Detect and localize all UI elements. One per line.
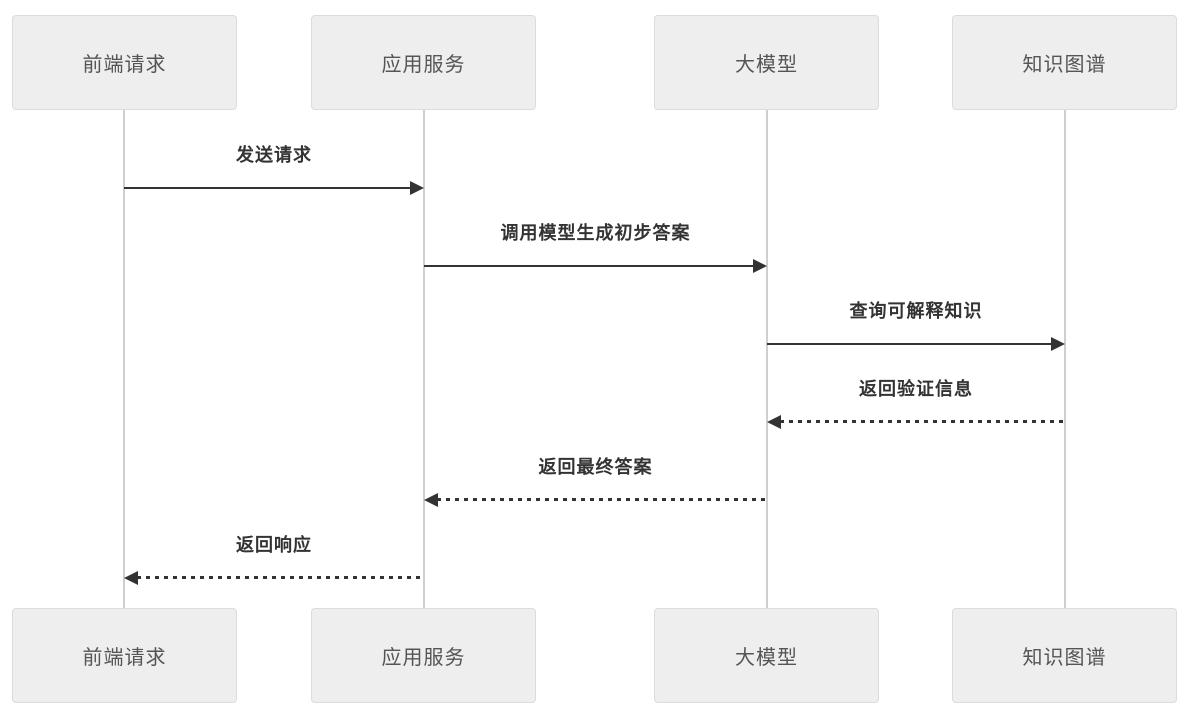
message-label: 调用模型生成初步答案 xyxy=(500,223,691,243)
message-label: 查询可解释知识 xyxy=(849,301,983,321)
actor-label: 应用服务 xyxy=(381,647,466,669)
actor-bottom-frontend-request: 前端请求 xyxy=(12,608,237,703)
arrowhead-right-icon xyxy=(410,181,424,195)
actor-bottom-knowledge-graph: 知识图谱 xyxy=(952,608,1177,703)
arrowhead-left-icon xyxy=(767,415,781,429)
lifeline-frontend-request xyxy=(123,110,125,608)
actor-top-frontend-request: 前端请求 xyxy=(12,15,237,110)
actor-bottom-large-model: 大模型 xyxy=(654,608,879,703)
message-line xyxy=(780,420,1065,423)
message-line xyxy=(424,265,755,267)
lifeline-knowledge-graph xyxy=(1064,110,1066,608)
message-label: 返回响应 xyxy=(236,535,312,555)
message-label: 返回最终答案 xyxy=(538,457,653,477)
actor-label: 前端请求 xyxy=(82,54,167,76)
actor-label: 前端请求 xyxy=(82,647,167,669)
actor-label: 知识图谱 xyxy=(1022,54,1107,76)
arrowhead-right-icon xyxy=(753,259,767,273)
actor-bottom-app-service: 应用服务 xyxy=(311,608,536,703)
message-line xyxy=(767,343,1053,345)
arrowhead-left-icon xyxy=(124,571,138,585)
actor-label: 大模型 xyxy=(735,54,798,76)
message-line xyxy=(137,576,424,579)
arrowhead-left-icon xyxy=(424,493,438,507)
message-line xyxy=(124,187,412,189)
actor-label: 应用服务 xyxy=(381,54,466,76)
arrowhead-right-icon xyxy=(1051,337,1065,351)
actor-top-app-service: 应用服务 xyxy=(311,15,536,110)
message-line xyxy=(437,498,767,501)
message-label: 返回验证信息 xyxy=(859,379,973,399)
actor-label: 知识图谱 xyxy=(1022,647,1107,669)
actor-label: 大模型 xyxy=(735,647,798,669)
actor-top-large-model: 大模型 xyxy=(654,15,879,110)
lifeline-large-model xyxy=(766,110,768,608)
message-label: 发送请求 xyxy=(236,145,312,165)
actor-top-knowledge-graph: 知识图谱 xyxy=(952,15,1177,110)
lifeline-app-service xyxy=(423,110,425,608)
